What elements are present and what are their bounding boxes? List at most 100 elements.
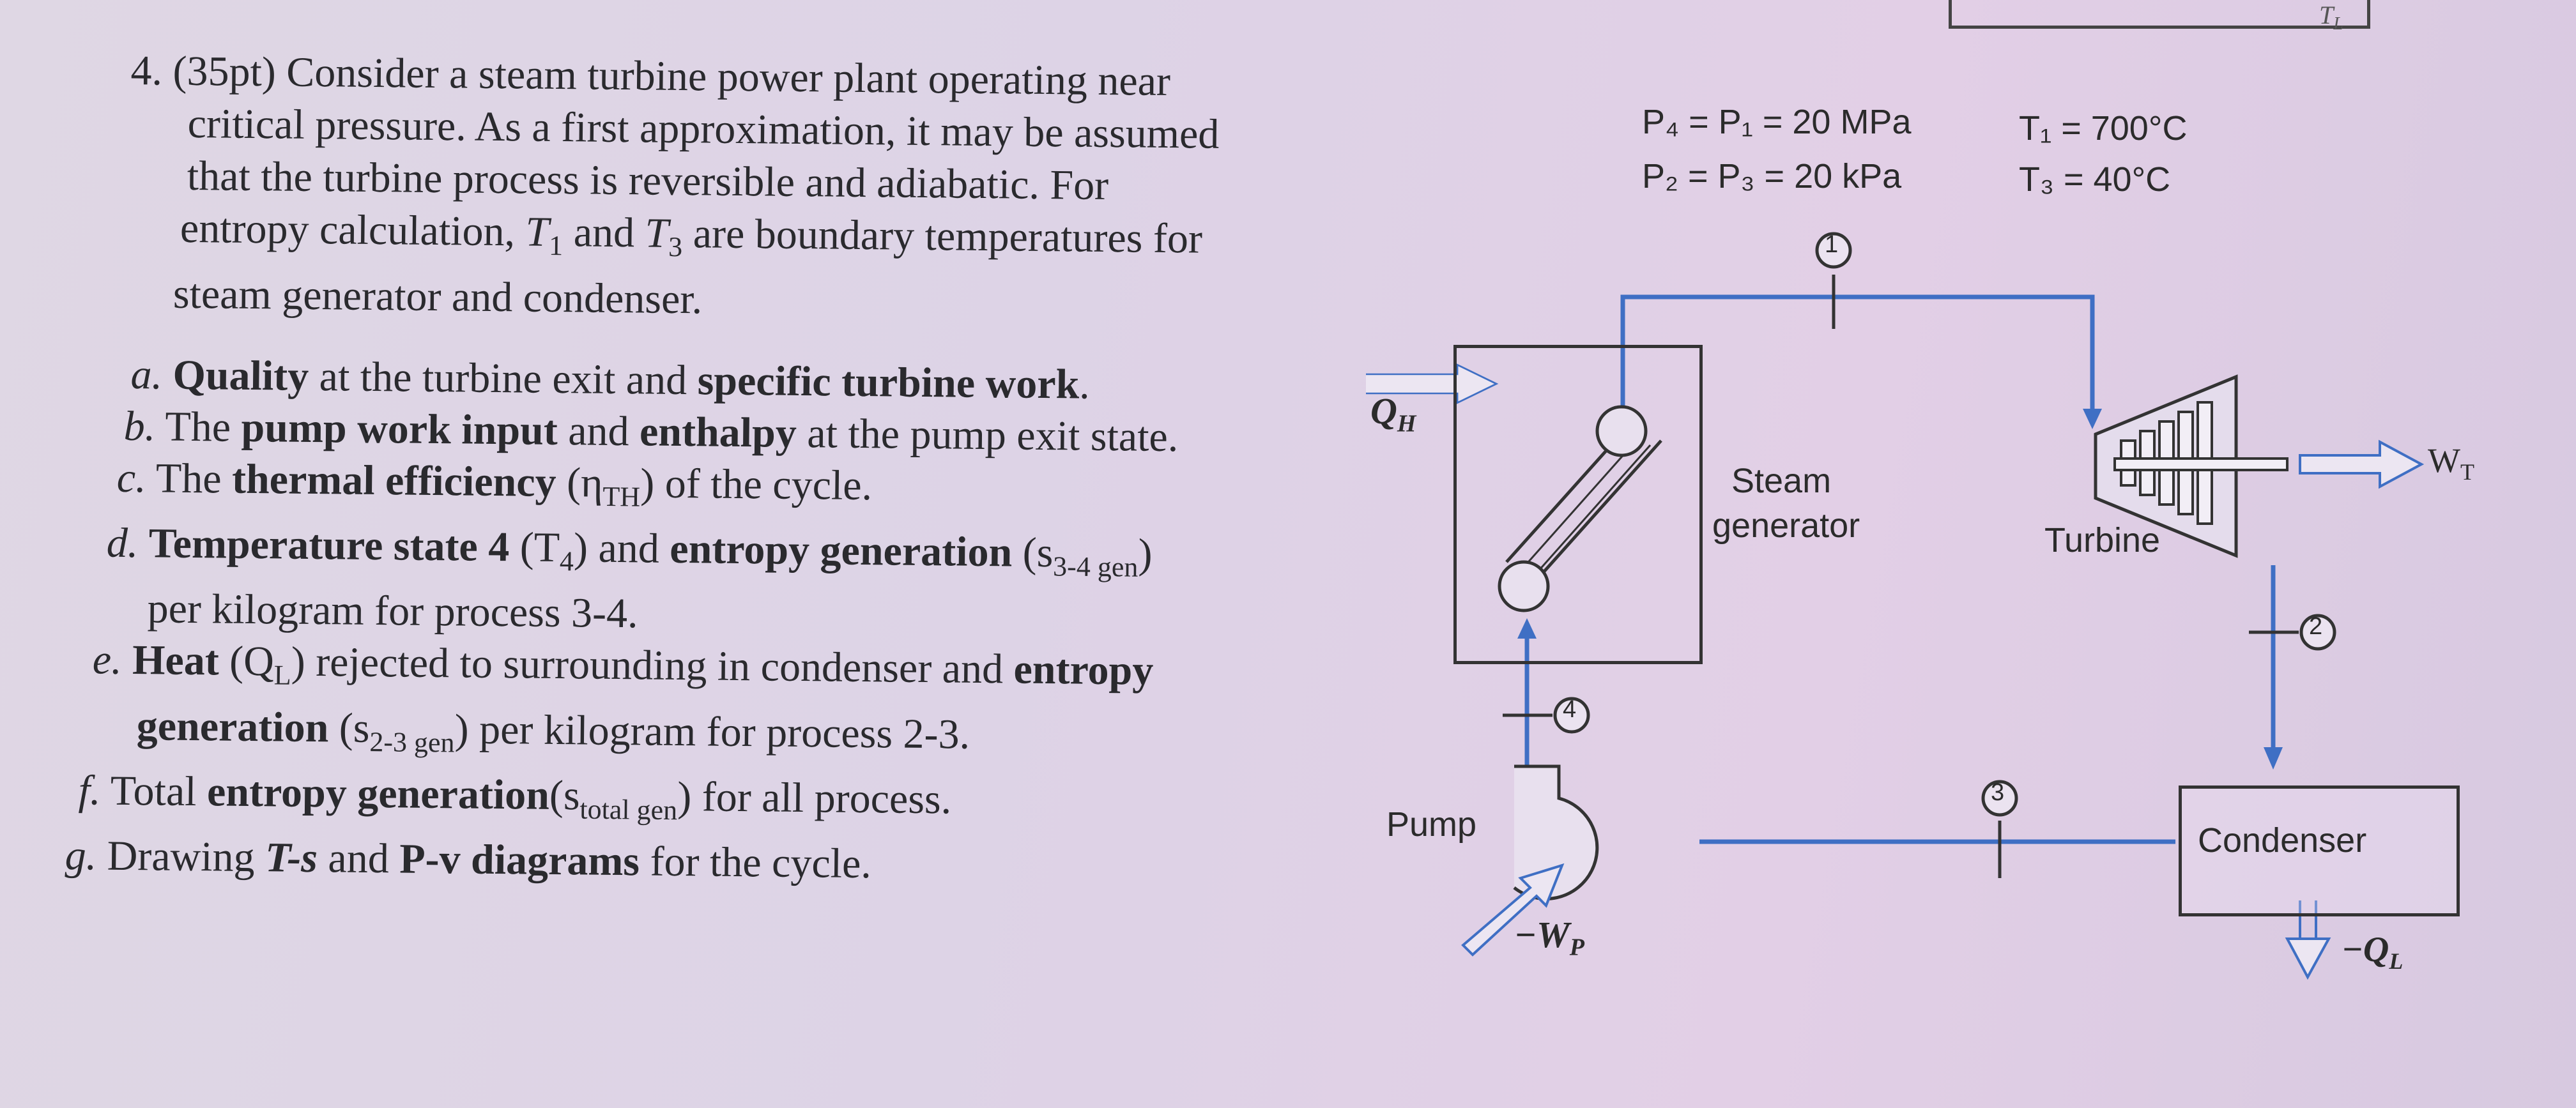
item-d-text2: ) and (573, 524, 670, 573)
ql-label: −QL (2342, 930, 2404, 975)
state-4-label: 4 (1563, 696, 1577, 723)
item-c-text1: The (155, 455, 233, 503)
state-2-circle (2299, 614, 2336, 651)
turbine-shaft (2113, 457, 2288, 471)
state-4-circle (1553, 697, 1590, 734)
sg-tube-edge-2 (1526, 439, 1662, 592)
qh-label: QH (1370, 390, 1416, 437)
sg-tube-inner-2 (1532, 444, 1652, 577)
item-f-text3: ) for all process. (677, 773, 952, 823)
item-c-bold1: thermal efficiency (231, 455, 557, 506)
condenser-label: Condenser (2198, 821, 2367, 860)
item-f-text1: Total (110, 767, 208, 816)
item-d-cont-text: per kilogram for process 3-4. (147, 585, 639, 637)
item-g-letter: g. (65, 831, 97, 879)
item-g-bold2: P-v diagrams (399, 835, 640, 885)
wp-label: −WP (1514, 914, 1584, 961)
intro-line-4-a: entropy calculation, (180, 204, 526, 255)
pipe-network (1524, 294, 2276, 844)
item-d-bold1: Temperature state 4 (148, 520, 510, 571)
arrow-into-sg (1517, 618, 1537, 639)
rankine-cycle-diagram: TL (1342, 0, 2576, 1108)
t1-symbol: T (525, 208, 549, 255)
item-d-letter: d. (106, 519, 139, 567)
intro-line-4: entropy calculation, T1 and T3 are bound… (128, 202, 1337, 280)
turbine-label: Turbine (2044, 521, 2161, 559)
item-e-cont-bold: generation (136, 702, 329, 751)
item-a-text1: at the turbine exit and (308, 353, 698, 404)
item-d-bold2: entropy generation (670, 526, 1013, 576)
wt-arrow (2299, 439, 2425, 489)
item-g-text2: and (317, 835, 400, 883)
arrow-into-condenser (2264, 747, 2283, 770)
temperature-t3: T₃ = 40°C (2019, 160, 2171, 199)
item-e: e. Heat (QL) rejected to surrounding in … (66, 634, 1345, 712)
item-e-cont-text2: ) per kilogram for process 2-3. (454, 705, 970, 758)
item-g-text1: Drawing (107, 832, 266, 881)
item-d-text3: (s (1011, 529, 1054, 577)
top-partial-box (1949, 0, 2370, 29)
problem-statement: 4. (35pt) Consider a steam turbine power… (128, 45, 1338, 333)
item-d-sub1: 4 (559, 545, 574, 577)
item-c-text2: (η (556, 459, 604, 506)
item-g-bold1: T-s (264, 834, 318, 882)
corner-label: TL (2319, 1, 2343, 34)
item-b-text2: and (557, 407, 640, 455)
item-f-sub: total gen (579, 793, 678, 826)
t3-symbol: T (645, 209, 669, 257)
cycle-schematic (1366, 232, 2425, 980)
state-3-label: 3 (1991, 779, 2005, 806)
item-b-bold1: pump work input (241, 404, 558, 454)
item-e-cont-sub: 2-3 gen (369, 725, 455, 759)
steam-generator-box (1453, 345, 1703, 664)
item-f-bold1: entropy generation (206, 768, 550, 819)
item-e-cont-text1: (s (328, 704, 370, 752)
item-d-text4: ) (1138, 530, 1153, 577)
steam-generator-coil (1498, 405, 1662, 612)
sg-header-top (1595, 405, 1648, 457)
item-b-text3: at the pump exit state. (796, 409, 1179, 461)
t1-subscript: 1 (548, 230, 564, 262)
turbine-body (2094, 374, 2288, 558)
question-list: a. Quality at the turbine exit and speci… (65, 348, 1348, 895)
item-b-letter: b. (123, 402, 156, 450)
item-c-text3: ) of the cycle. (640, 460, 873, 510)
state-2-label: 2 (2309, 613, 2323, 640)
sg-tube-inner-1 (1522, 435, 1642, 568)
pump-label: Pump (1386, 805, 1477, 844)
item-a-letter: a. (130, 351, 163, 398)
condenser-box (2179, 785, 2460, 916)
item-f-letter: f. (78, 766, 101, 814)
steam-generator-label-1: Steam (1731, 462, 1832, 500)
item-e-text1: (Q (218, 637, 275, 685)
item-e-sub1: L (273, 659, 291, 692)
t3-subscript: 3 (668, 231, 683, 263)
item-c-letter: c. (116, 454, 147, 502)
wp-arrow (1461, 863, 1565, 957)
item-e-text2: ) rejected to surrounding in condenser a… (291, 639, 1014, 693)
item-d-sub2: 3-4 gen (1052, 550, 1138, 583)
pressure-p4-p1: P₄ = P₁ = 20 MPa (1642, 103, 1912, 141)
item-a-text2: . (1078, 361, 1091, 408)
pipe-1-to-turbine (1620, 294, 2095, 415)
item-d-text1: (T (509, 524, 560, 572)
item-f-text2: (s (549, 771, 581, 819)
item-e-bold2: entropy (1013, 646, 1154, 695)
ql-arrow (2285, 900, 2331, 980)
state-3-circle (1981, 780, 2018, 817)
item-c-sub: TH (602, 480, 641, 513)
sg-header-bottom (1498, 560, 1550, 612)
ql-head (2285, 937, 2331, 980)
flow-arrows (1517, 409, 2283, 770)
pressure-p2-p3: P₂ = P₃ = 20 kPa (1642, 157, 1902, 195)
state-1-label: 1 (1825, 231, 1839, 258)
item-e-letter: e. (92, 636, 123, 684)
item-e-bold1: Heat (132, 637, 220, 685)
state-markers (1503, 232, 2336, 878)
item-a-bold1: Quality (172, 351, 309, 400)
state-1-circle (1815, 232, 1852, 269)
item-g-text3: for the cycle. (639, 838, 872, 888)
temperature-t1: T₁ = 700°C (2019, 109, 2188, 148)
wt-label: WT (2428, 441, 2474, 485)
intro-line-4-mid: and (562, 209, 645, 257)
